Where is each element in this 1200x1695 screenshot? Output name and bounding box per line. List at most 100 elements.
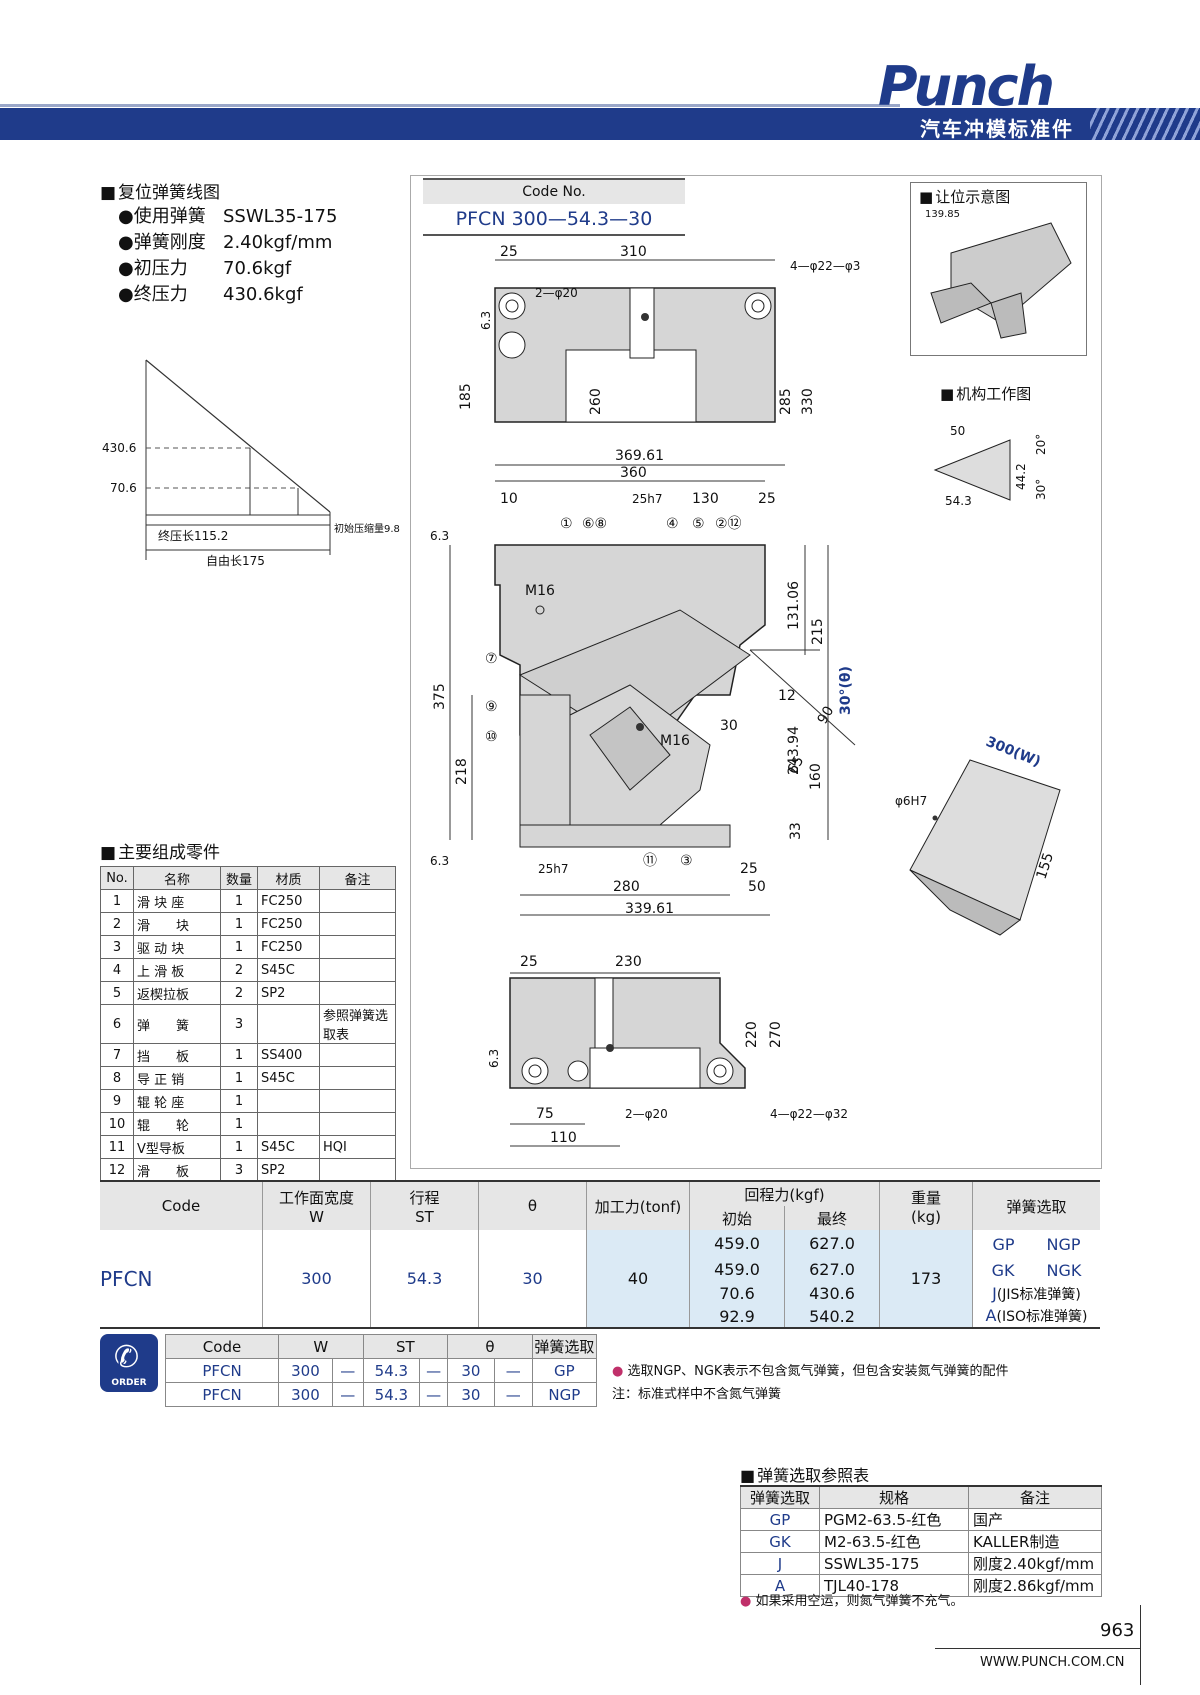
- parts-cell: 挡 板: [133, 1043, 221, 1067]
- order-note-2: 注：标准式样中不含氮气弹簧: [612, 1387, 782, 1402]
- order-note-1: ● 选取NGP、NGK表示不包含氮气弹簧，但包含安装氮气弹簧的配件: [612, 1360, 1008, 1379]
- dim-25-bottom-view: 25: [520, 954, 538, 970]
- parts-cell: SP2: [257, 981, 320, 1005]
- side-view-sketch: [930, 222, 1072, 339]
- footer-rule: [935, 1648, 1140, 1649]
- order-header: 弹簧选取: [531, 1334, 598, 1359]
- thread-m16-lower: M16: [660, 733, 690, 749]
- order-cell: —: [331, 1382, 364, 1407]
- spring-option: GP NGP: [972, 1230, 1100, 1256]
- hole-spec-2x-bottom: 2—φ20: [625, 1107, 668, 1121]
- ref-cell: 刚度2.40kgf/mm: [968, 1552, 1102, 1575]
- parts-cell: 1: [220, 1089, 258, 1113]
- spring-option: GK NGK: [972, 1256, 1100, 1282]
- ref-cell: M2-63.5-红色: [819, 1530, 969, 1553]
- callout-9: ⑨: [485, 699, 498, 715]
- ref-cell: 国产: [968, 1508, 1102, 1531]
- parts-header: 备注: [319, 866, 396, 890]
- mech-dim-54: 54.3: [945, 494, 972, 508]
- order-cell: 30: [447, 1358, 495, 1383]
- dim-12: 12: [778, 688, 796, 704]
- dim-230: 230: [615, 954, 642, 970]
- parts-cell: S45C: [257, 1135, 320, 1159]
- brand-tagline: 汽车冲模标准件: [920, 117, 1074, 141]
- col-weight-unit: (kg): [911, 1207, 941, 1226]
- spring-line-diagram: 430.6 70.6 终压长115.2 初始压缩量9.8 自由长175: [102, 359, 400, 568]
- parts-cell: 1: [220, 1043, 258, 1067]
- col-width-symbol: W: [309, 1207, 324, 1226]
- phone-icon: ✆: [114, 1340, 140, 1375]
- parts-cell: 11: [100, 1135, 134, 1159]
- col-spring: 弹簧选取: [972, 1181, 1100, 1230]
- parts-cell: 2: [100, 912, 134, 936]
- dim-33: 33: [788, 822, 804, 840]
- mech-view-title: 机构工作图: [940, 383, 1031, 404]
- dim-131: 131.06: [786, 581, 802, 630]
- alert-icon: ●: [740, 1594, 752, 1609]
- parts-cell: 3: [220, 1158, 258, 1182]
- spring-code: GK: [991, 1261, 1015, 1280]
- order-badge: ✆ ORDER: [100, 1334, 158, 1392]
- col-return-force: 回程力(kgf): [689, 1181, 880, 1206]
- dim-218: 218: [454, 758, 470, 785]
- col-theta: θ: [478, 1181, 587, 1230]
- dim-25-bottom: 25: [740, 861, 758, 877]
- side-view-dim: 139.85: [925, 209, 960, 220]
- callout-11: ⑪: [643, 853, 657, 869]
- return-final: 627.0: [784, 1256, 880, 1282]
- dim-30: 30: [720, 718, 738, 734]
- dim-90: 90: [815, 704, 838, 727]
- mech-angle-20: 20°: [1034, 434, 1048, 455]
- callout-1: ①: [560, 516, 573, 532]
- callout-6-8: ⑥⑧: [582, 516, 607, 532]
- parts-cell: S45C: [257, 1066, 320, 1090]
- parts-cell: [319, 958, 396, 982]
- main-weight: 173: [879, 1230, 973, 1328]
- parts-cell: [319, 889, 396, 913]
- spring-code: GP: [992, 1235, 1015, 1254]
- mech-angle-30: 30°: [1034, 479, 1048, 500]
- ref-header: 弹簧选取: [740, 1485, 820, 1509]
- dim-339: 339.61: [625, 901, 674, 917]
- dim-75: 75: [536, 1106, 554, 1122]
- dim-270: 270: [768, 1021, 784, 1048]
- order-cell: 54.3: [363, 1382, 421, 1407]
- spec-value: 70.6kgf: [223, 258, 292, 279]
- parts-cell: 3: [100, 935, 134, 959]
- mech-dim-44: 44.2: [1014, 463, 1028, 490]
- main-theta: 30: [478, 1230, 587, 1328]
- parts-cell: 5: [100, 981, 134, 1005]
- order-cell: NGP: [531, 1382, 598, 1407]
- col-stroke-symbol: ST: [415, 1207, 434, 1226]
- parts-cell: FC250: [257, 889, 320, 913]
- col-stroke-label: 行程: [409, 1188, 440, 1207]
- spring-option: J(JIS标准弹簧): [972, 1282, 1100, 1305]
- col-weight: 重量(kg): [879, 1181, 973, 1230]
- order-cell: —: [419, 1382, 449, 1407]
- col-weight-label: 重量: [910, 1188, 941, 1207]
- parts-cell: [257, 1112, 320, 1136]
- spring-option: A(ISO标准弹簧): [972, 1305, 1100, 1328]
- parts-cell: 辊 轮: [133, 1112, 221, 1136]
- roughness-top: 6.3: [479, 311, 493, 330]
- dim-25h7-top: 25h7: [632, 492, 663, 506]
- dim-160: 160: [808, 763, 824, 790]
- parts-cell: 弹 簧: [133, 1004, 221, 1044]
- hole-spec-2x: 2—φ20: [535, 286, 578, 300]
- ref-cell: GP: [740, 1508, 820, 1531]
- plate-dim-155: 155: [1034, 851, 1057, 881]
- parts-cell: 返楔拉板: [133, 981, 221, 1005]
- callout-5: ⑤: [692, 516, 705, 532]
- col-width-label: 工作面宽度: [278, 1188, 354, 1207]
- initial-compression-label: 初始压缩量9.8: [334, 522, 400, 535]
- col-return-final: 最终: [784, 1206, 880, 1230]
